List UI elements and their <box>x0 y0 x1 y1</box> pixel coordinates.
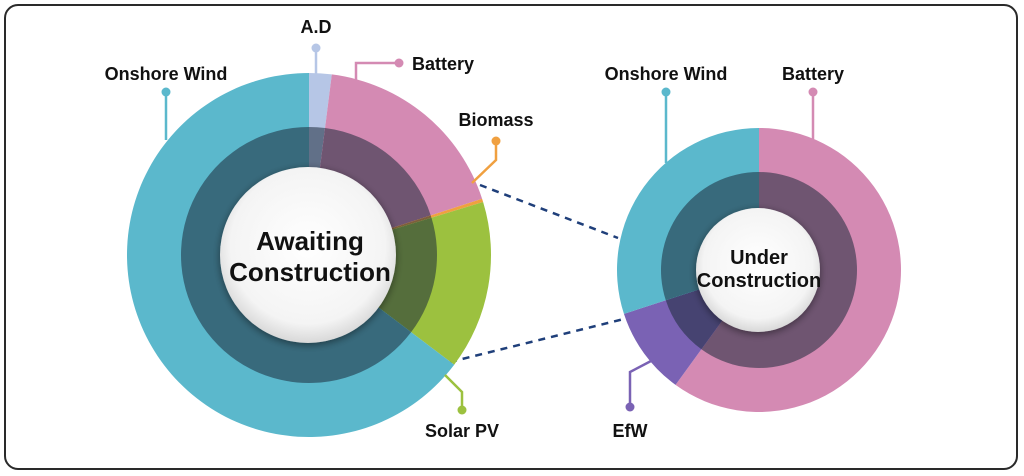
connector-line-top <box>479 183 619 240</box>
leader-pin <box>394 58 404 68</box>
leader-pin <box>161 87 171 97</box>
slice-solar-pv <box>376 202 491 365</box>
center-label-line-1: Awaiting <box>256 226 364 256</box>
leader-pin <box>808 87 818 97</box>
slice-inner-shade <box>376 217 437 333</box>
callout-onshore-wind-1: Onshore Wind <box>105 64 228 140</box>
slice-inner-shade <box>388 215 432 231</box>
label-onshore-wind: Onshore Wind <box>605 64 728 84</box>
callout-biomass: Biomass <box>458 110 534 184</box>
slice-battery <box>319 74 483 230</box>
center-label-line-2: Construction <box>229 257 391 287</box>
label-ad: A.D <box>301 17 332 37</box>
slice-battery <box>675 128 901 413</box>
leader-line <box>471 142 498 184</box>
donut-awaiting-construction <box>127 73 491 437</box>
leader-line <box>444 374 464 409</box>
center-hub-circle <box>220 167 396 343</box>
callout-ad: A.D <box>301 17 332 78</box>
label-solar-pv: Solar PV <box>425 421 499 441</box>
slice-onshore-wind <box>127 73 455 437</box>
center-hub-2: Under Construction <box>696 208 821 332</box>
label-onshore-wind: Onshore Wind <box>105 64 228 84</box>
label-battery: Battery <box>412 54 474 74</box>
leader-pin <box>311 43 321 53</box>
label-battery: Battery <box>782 64 844 84</box>
leader-pin <box>457 405 467 415</box>
center-label-line-2: Construction <box>697 270 821 292</box>
leader-line <box>354 61 398 82</box>
slice-inner-shade <box>319 128 431 230</box>
slice-inner-shade <box>309 127 326 172</box>
slice-inner-shade <box>701 172 857 369</box>
connector-line-bottom <box>449 316 629 364</box>
slice-inner-shade <box>181 127 412 383</box>
slice-biomass <box>388 198 484 231</box>
callout-battery-1: Battery <box>354 54 474 82</box>
leader-pin <box>625 402 635 412</box>
callout-solar-pv: Solar PV <box>425 374 499 441</box>
label-efw: EfW <box>613 421 648 441</box>
center-hub-circle <box>696 208 820 332</box>
leader-pin <box>491 136 501 146</box>
leader-pin <box>661 87 671 97</box>
center-hub-1: Awaiting Construction <box>220 167 396 343</box>
callout-battery-2: Battery <box>782 64 844 140</box>
leader-line <box>628 359 652 406</box>
callout-efw: EfW <box>613 359 652 441</box>
slice-ad <box>309 73 332 172</box>
slice-outer <box>319 74 483 230</box>
label-biomass: Biomass <box>458 110 533 130</box>
center-label-line-1: Under <box>730 247 788 269</box>
callout-onshore-wind-2: Onshore Wind <box>605 64 728 163</box>
